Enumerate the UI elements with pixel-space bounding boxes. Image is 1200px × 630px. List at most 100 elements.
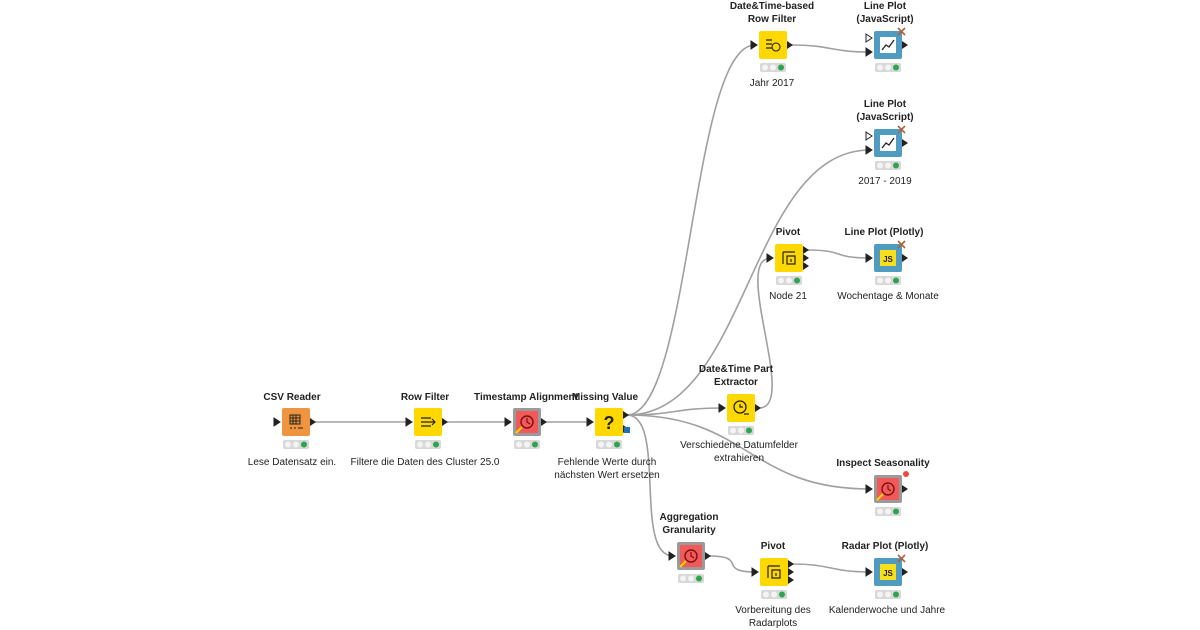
node-date-time-row-filter-icon-box[interactable] [750, 31, 793, 72]
output-port [788, 568, 794, 576]
metanode-arrow-icon [515, 426, 523, 434]
status-light-green [614, 441, 620, 448]
node-csv-reader-icon-box[interactable] [273, 408, 316, 449]
node-body [760, 558, 788, 586]
output-port [310, 418, 316, 426]
status-light-off [770, 64, 776, 71]
question-mark-icon: ? [604, 413, 615, 433]
input-port [865, 47, 873, 57]
wires-group [313, 44, 871, 573]
node-timestamp-alignment-icon-box[interactable] [504, 408, 547, 449]
status-light-off [285, 441, 291, 448]
node-title: CSV Reader [263, 392, 321, 403]
output-port [788, 576, 794, 584]
input-port [586, 417, 594, 427]
clock-extract-icon [733, 400, 747, 414]
clock-hands-icon [526, 418, 531, 425]
status-light-off [730, 427, 736, 434]
output-port [902, 568, 908, 576]
chart-frame [880, 37, 896, 53]
node-title: Row Filter [400, 392, 450, 403]
mini-clock [771, 42, 781, 52]
status-light-off [885, 508, 891, 515]
filter-arrows-icon [421, 417, 436, 427]
node-radar-plot-plotly-icon-box[interactable]: JS [865, 554, 908, 599]
node-title: Aggregation Granularity [659, 512, 719, 536]
js-icon [880, 564, 896, 580]
pivot-icon [767, 565, 781, 579]
input-port [865, 131, 873, 141]
node-inspect-seasonality-icon-box[interactable] [865, 471, 909, 516]
node-caption: 2017 - 2019 [858, 176, 912, 187]
status-light-off [771, 591, 777, 598]
not-executed-icon [897, 125, 906, 134]
metanode-arrow-icon [679, 560, 687, 568]
input-port [865, 567, 873, 577]
output-port [902, 139, 908, 147]
chart-frame [880, 135, 896, 151]
js-glyph: JS [883, 255, 893, 264]
metanode-arrow-icon [876, 493, 884, 501]
output-port [902, 485, 908, 493]
node-caption: Filtere die Daten des Cluster 25.0 [350, 457, 500, 468]
csv-table-icon [289, 414, 301, 425]
status-light-off [598, 441, 604, 448]
node-caption: Fehlende Werte durch nächsten Wert erset… [554, 457, 660, 481]
status-light-off [885, 162, 891, 169]
error-indicator-icon [903, 471, 909, 477]
output-port [788, 560, 794, 568]
input-port [865, 484, 873, 494]
output-port [803, 246, 809, 254]
output-port [803, 254, 809, 262]
status-light-off [516, 441, 522, 448]
output-port [541, 418, 547, 426]
node-row-filter-icon-box[interactable] [405, 408, 448, 449]
status-light-off [417, 441, 423, 448]
node-body [775, 244, 803, 272]
node-caption: Lese Datensatz ein. [247, 457, 337, 468]
node-line-plot-js-1-icon-box[interactable] [865, 27, 908, 72]
input-port [668, 551, 676, 561]
node-aggregation-granularity-icon-box[interactable] [668, 542, 711, 583]
status-light-green [779, 591, 785, 598]
status-light-off [885, 277, 891, 284]
connection-wire [626, 149, 871, 416]
node-date-time-part-extractor-icon-box[interactable] [718, 394, 761, 435]
input-port [865, 33, 873, 43]
clock-icon [684, 549, 698, 563]
status-light-off [425, 441, 431, 448]
status-light-off [877, 162, 883, 169]
node-pivot-2-icon-box[interactable] [751, 558, 794, 599]
clock-icon [520, 415, 534, 429]
connection-wire [626, 414, 674, 557]
js-glyph: JS [883, 569, 893, 578]
connection-wire [790, 44, 871, 53]
status-light-off [885, 591, 891, 598]
node-missing-value-icon-box[interactable]: ? [586, 408, 630, 449]
line-chart-icon [881, 39, 895, 51]
input-port [504, 417, 512, 427]
node-title: Pivot [760, 541, 786, 552]
status-light-off [763, 591, 769, 598]
connection-wire [791, 563, 871, 573]
node-title: Inspect Seasonality [836, 458, 930, 469]
node-title: Line Plot (JavaScript) [856, 1, 914, 25]
clock-hands-icon [690, 552, 695, 559]
node-line-plot-js-2-icon-box[interactable] [865, 125, 908, 170]
status-light-off [877, 508, 883, 515]
connection-wire [626, 407, 724, 416]
status-light-green [893, 508, 899, 515]
node-line-plot-plotly-icon-box[interactable]: JS [865, 240, 908, 285]
output-port [705, 552, 711, 560]
node-pivot-1-icon-box[interactable] [766, 244, 809, 285]
clock-extract-hands [739, 404, 749, 415]
output-port [623, 411, 629, 419]
status-light-off [885, 64, 891, 71]
csv-lines [290, 415, 303, 429]
status-light-green [778, 64, 784, 71]
output-port [803, 262, 809, 270]
not-executed-icon [897, 240, 906, 249]
status-light-green [893, 64, 899, 71]
